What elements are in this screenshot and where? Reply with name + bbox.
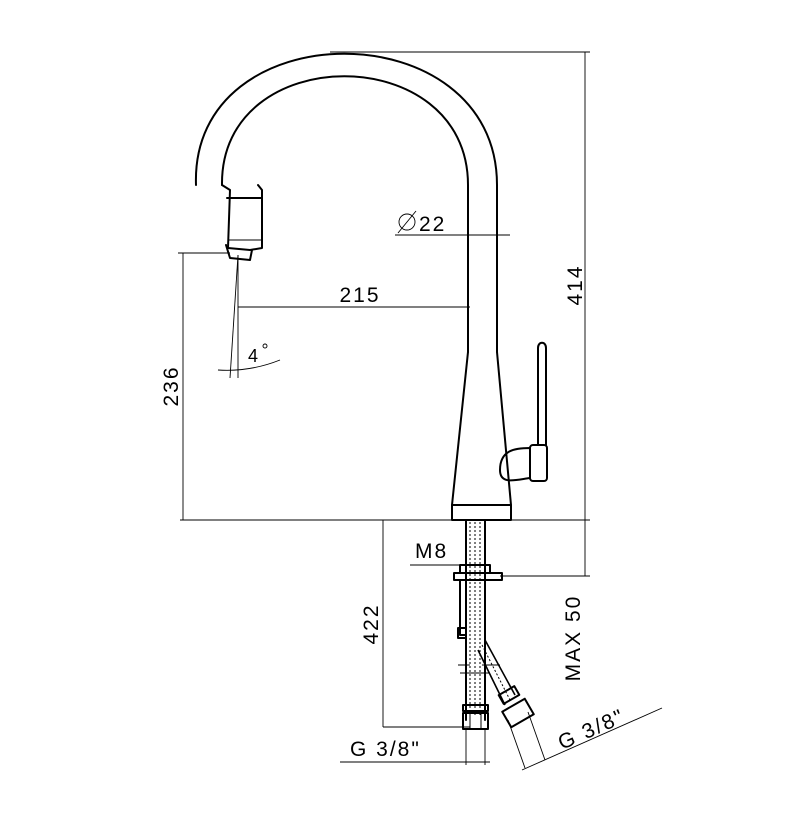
gooseneck-spout (194, 52, 498, 353)
spray-head (221, 184, 263, 261)
dim-height-422 (382, 520, 470, 728)
label-414: 414 (564, 264, 587, 305)
mounting-washer (453, 564, 503, 581)
faucet-body (451, 351, 512, 521)
dim-connection-right (507, 707, 663, 771)
label-422: 422 (360, 603, 383, 644)
dim-height-414 (330, 51, 590, 520)
dim-angle-4 (217, 254, 281, 379)
stud-nut (462, 704, 489, 730)
degree-mark (262, 343, 268, 349)
lever-handle (499, 341, 548, 482)
dim-diameter-22 (395, 210, 510, 236)
label-diameter-22: 22 (419, 213, 446, 236)
label-angle-4: 4 (248, 346, 258, 366)
dim-connection-left (340, 729, 490, 765)
fitting-marks (458, 664, 500, 674)
support-rod (457, 579, 467, 639)
dim-max-50 (500, 520, 590, 577)
label-connection-left: G 3/8" (350, 738, 421, 761)
label-connection-right: G 3/8" (555, 705, 629, 755)
flexible-hose-right (477, 639, 535, 729)
label-m8: M8 (415, 540, 448, 563)
label-215: 215 (339, 284, 380, 307)
label-max-50: MAX 50 (562, 595, 585, 682)
dim-height-236 (178, 252, 230, 520)
label-236: 236 (160, 365, 183, 406)
threaded-stud (465, 519, 486, 721)
